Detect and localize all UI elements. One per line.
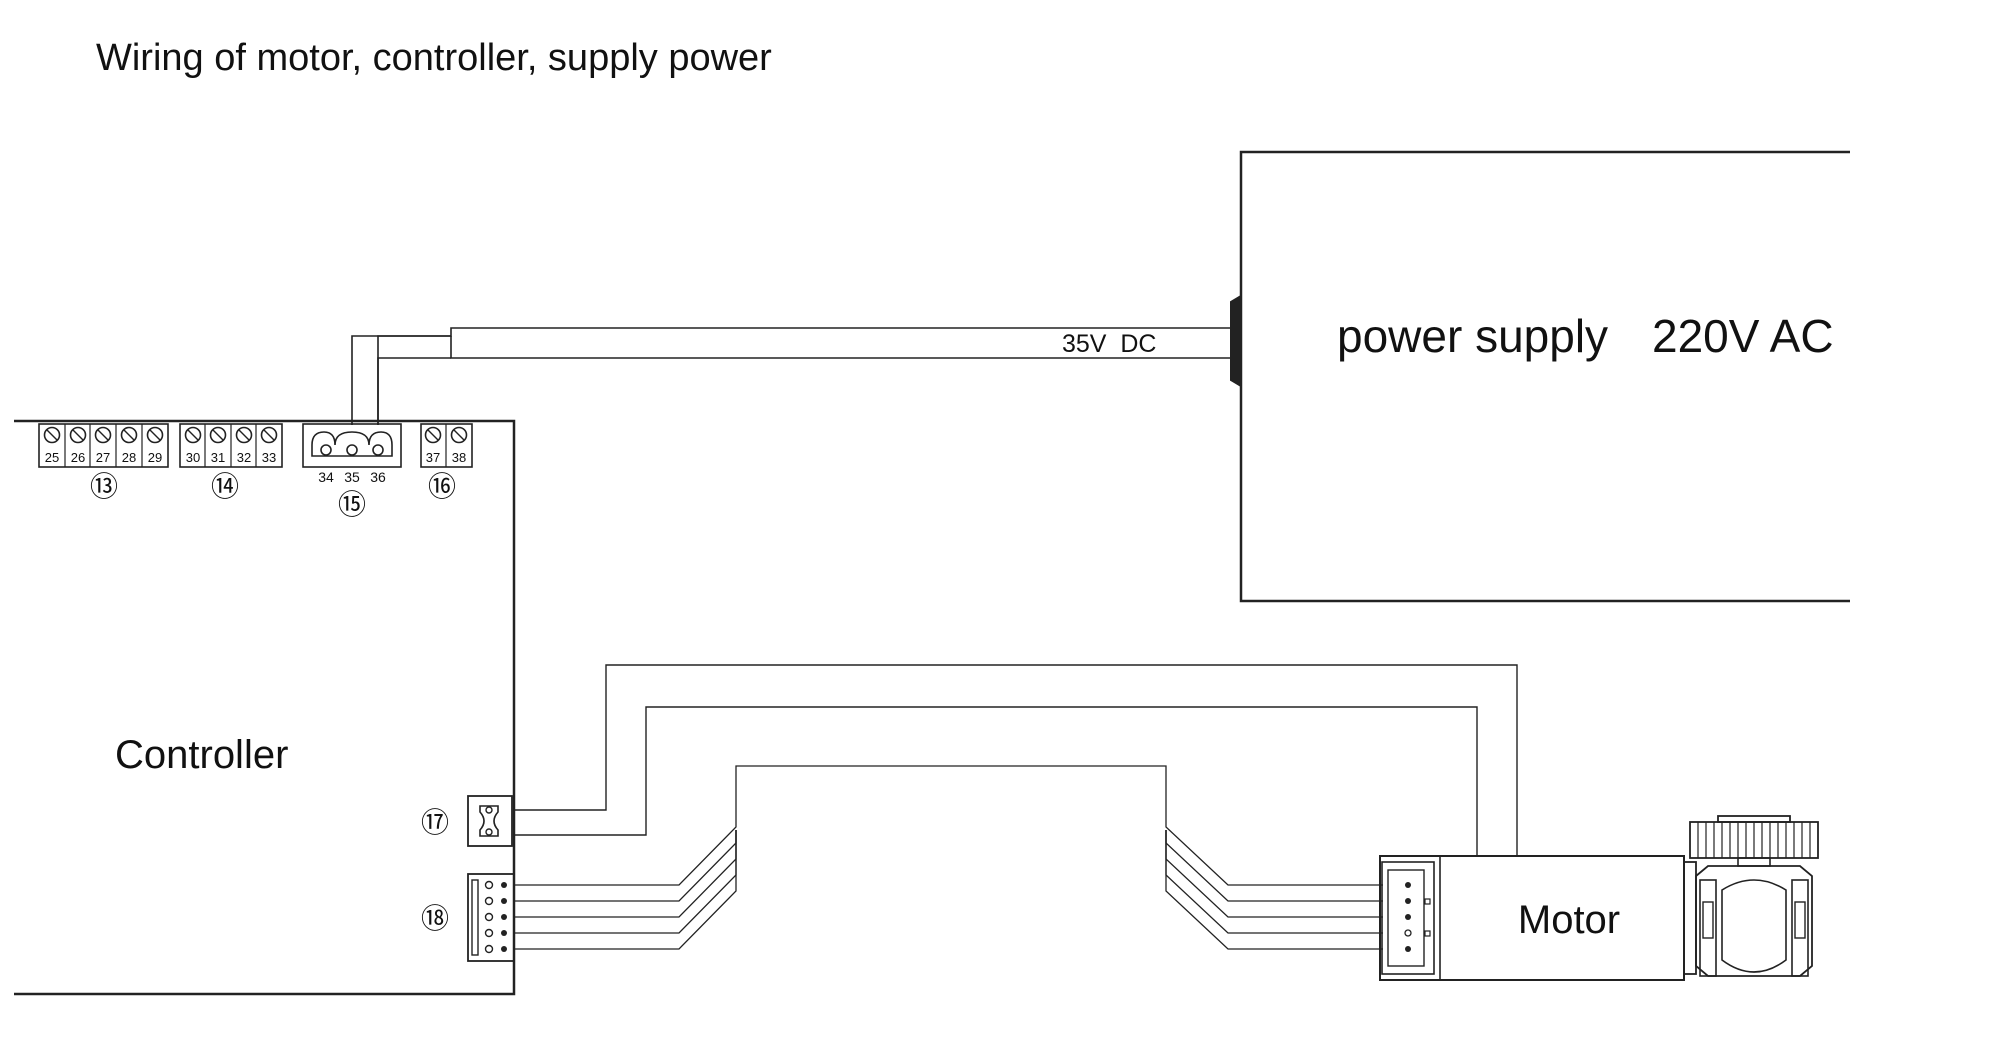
motor-power-wires (514, 664, 1518, 855)
motor-signal-wires (514, 765, 1383, 950)
screw-terminal-38 (450, 426, 468, 444)
controller: Controller 25 26 27 28 29 ⑬ (14, 419, 516, 996)
group-number-13: ⑬ (90, 470, 118, 503)
group-number-16: ⑯ (428, 470, 456, 503)
screw-terminal-37 (424, 426, 442, 444)
terminal-group-16: 37 38 ⑯ (420, 423, 473, 503)
terminal-number: 35 (344, 469, 360, 485)
terminal-number: 36 (370, 469, 386, 485)
terminal-number: 33 (262, 450, 276, 465)
dc-power-cable: 35V DC (351, 327, 1231, 425)
group-number-15: ⑮ (338, 488, 366, 521)
motor-connector (1381, 861, 1435, 975)
power-supply-input-label: 220V AC (1652, 310, 1834, 362)
connector-pin-35 (346, 444, 358, 456)
group-number-14: ⑭ (211, 470, 239, 503)
port-number-17: ⑰ (421, 806, 449, 839)
terminal-number: 29 (148, 450, 162, 465)
motor: Motor (1379, 815, 1819, 981)
power-supply-label: power supply (1337, 310, 1608, 362)
power-supply: power supply 220V AC (1230, 150, 1850, 603)
screw-terminal-28 (120, 426, 138, 444)
controller-label: Controller (115, 733, 288, 777)
diagram-title: Wiring of motor, controller, supply powe… (96, 37, 772, 79)
screw-terminal-30 (184, 426, 202, 444)
terminal-number: 26 (71, 450, 85, 465)
connector-pin-36 (372, 444, 384, 456)
port-17: ⑰ (421, 795, 513, 847)
terminal-number: 31 (211, 450, 225, 465)
dc-voltage-label: 35V DC (1062, 330, 1156, 358)
motor-gearbox (1683, 861, 1813, 977)
motor-pulley (1689, 815, 1819, 867)
terminal-number: 32 (237, 450, 251, 465)
terminal-group-15: 34 35 36 ⑮ (302, 423, 402, 521)
port-18-pins (484, 880, 507, 954)
terminal-number: 28 (122, 450, 136, 465)
power-supply-connector (1230, 294, 1242, 388)
motor-label: Motor (1518, 898, 1620, 942)
terminal-number: 25 (45, 450, 59, 465)
screw-terminal-32 (235, 426, 253, 444)
terminal-number: 38 (452, 450, 466, 465)
terminal-group-14: 30 31 32 33 ⑭ (179, 423, 283, 503)
screw-terminal-26 (69, 426, 87, 444)
terminal-number: 27 (96, 450, 110, 465)
screw-terminal-25 (43, 426, 61, 444)
port-number-18: ⑱ (421, 902, 449, 935)
terminal-number: 37 (426, 450, 440, 465)
screw-terminal-27 (94, 426, 112, 444)
terminal-number: 30 (186, 450, 200, 465)
screw-terminal-33 (260, 426, 278, 444)
screw-terminal-31 (209, 426, 227, 444)
terminal-group-13: 25 26 27 28 29 ⑬ (38, 423, 169, 503)
port-18: ⑱ (421, 873, 515, 962)
screw-terminal-29 (146, 426, 164, 444)
connector-pin-34 (320, 444, 332, 456)
terminal-number: 34 (318, 469, 334, 485)
